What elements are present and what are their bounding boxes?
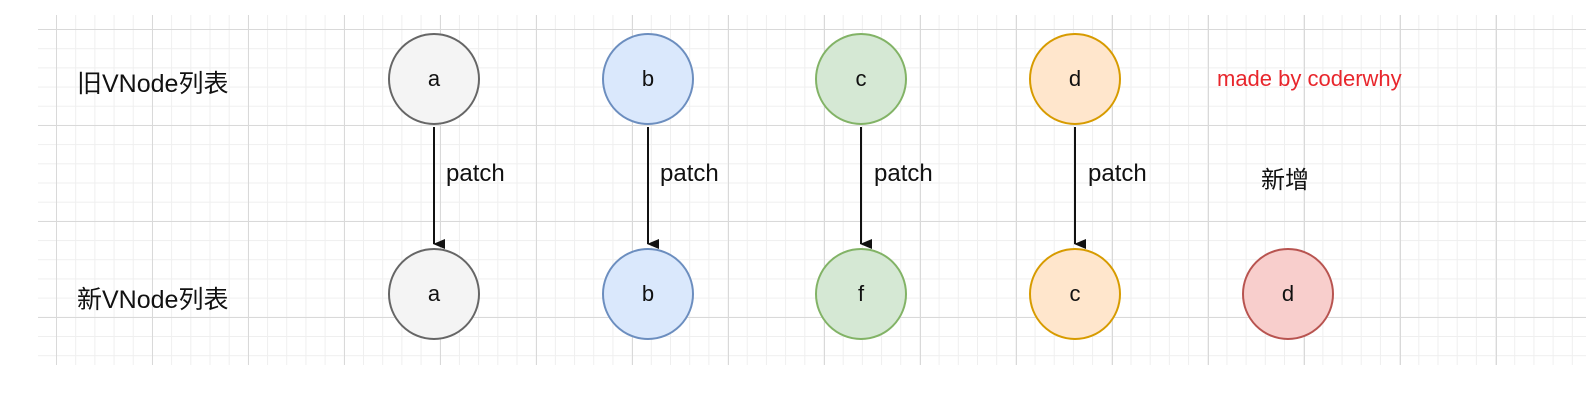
new-vnode-list-label: 新VNode列表 (77, 286, 229, 314)
old-node-c: c (815, 33, 907, 125)
old-node-a: a (388, 33, 480, 125)
old-vnode-list-label: 旧VNode列表 (77, 70, 229, 98)
old-node-b: b (602, 33, 694, 125)
grid-background (38, 15, 1586, 365)
patch-label-b: patch (660, 160, 719, 187)
new-node-f: f (815, 248, 907, 340)
new-node-d: d (1242, 248, 1334, 340)
new-node-a: a (388, 248, 480, 340)
new-node-b: b (602, 248, 694, 340)
added-label: 新增 (1261, 167, 1309, 194)
old-node-d: d (1029, 33, 1121, 125)
patch-label-c: patch (874, 160, 933, 187)
credit-text: made by coderwhy (1217, 66, 1402, 91)
new-node-c: c (1029, 248, 1121, 340)
patch-label-a: patch (446, 160, 505, 187)
patch-label-d: patch (1088, 160, 1147, 187)
